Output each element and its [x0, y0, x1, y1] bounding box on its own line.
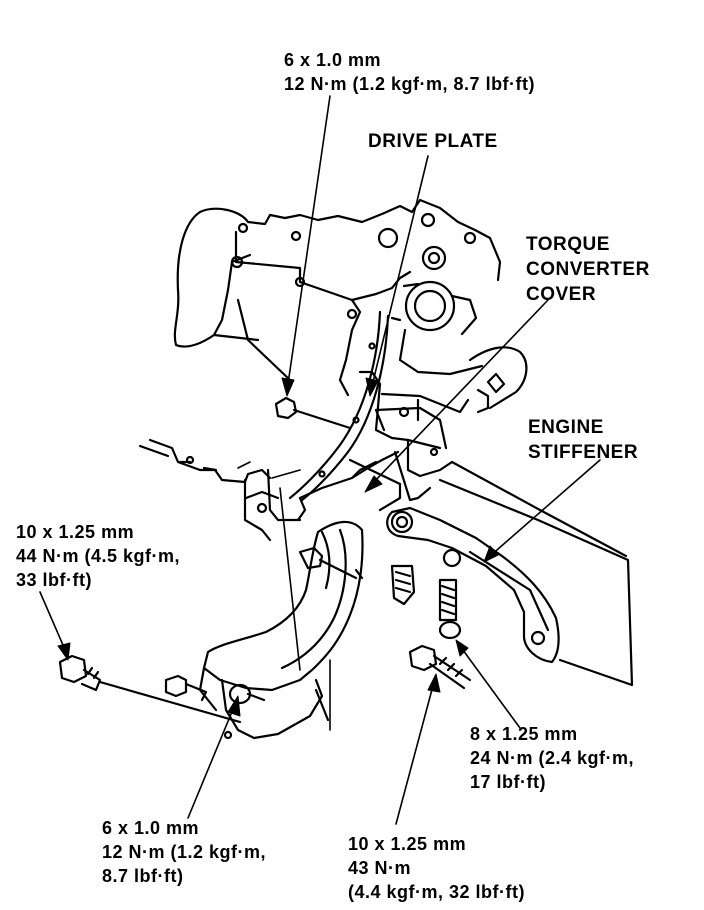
drive-plate-label: DRIVE PLATE [368, 131, 498, 152]
bottom-left-bolt-torque-line1: 12 N·m (1.2 kgf·m, [102, 842, 267, 862]
torque-converter-cover-line3: COVER [526, 284, 597, 305]
bolt-cover-center [228, 683, 266, 705]
torque-converter-cover [198, 520, 364, 740]
bolt-left [58, 654, 242, 724]
left-bolt-callout: 10 x 1.25 mm 44 N·m (4.5 kgf·m, 33 lbf·f… [16, 520, 180, 592]
top-bolt-size: 6 x 1.0 mm [284, 50, 382, 70]
bolt-cover-top [298, 546, 358, 580]
torque-converter-cover-label: TORQUE CONVERTER COVER [526, 232, 650, 307]
arrowheads [57, 377, 499, 717]
engine-stiffener-label: ENGINE STIFFENER [528, 415, 638, 465]
engine-stiffener-line1: ENGINE [528, 417, 604, 438]
engine-stiffener-line2: STIFFENER [528, 442, 639, 463]
bolt-top [274, 396, 352, 430]
left-bolt-torque-line1: 44 N·m (4.5 kgf·m, [16, 546, 181, 566]
bottom-left-bolt-callout: 6 x 1.0 mm 12 N·m (1.2 kgf·m, 8.7 lbf·ft… [102, 816, 266, 888]
drive-plate [288, 310, 402, 502]
left-bolt-size: 10 x 1.25 mm [16, 522, 135, 542]
bolt-cover-left [164, 674, 208, 702]
transmission-housing [138, 370, 634, 687]
right-bolt-callout: 8 x 1.25 mm 24 N·m (2.4 kgf·m, 17 lbf·ft… [470, 722, 634, 794]
top-bolt-callout: 6 x 1.0 mm 12 N·m (1.2 kgf·m, 8.7 lbf·ft… [284, 48, 535, 96]
bottom-right-bolt-size: 10 x 1.25 mm [348, 834, 467, 854]
right-bolt-torque-line1: 24 N·m (2.4 kgf·m, [470, 748, 635, 768]
bolt-stiffener-vertical [390, 564, 416, 606]
bottom-right-bolt-torque-line1: 43 N·m [348, 858, 412, 878]
bottom-left-bolt-torque-line2: 8.7 lbf·ft) [102, 866, 184, 886]
bottom-right-bolt-callout: 10 x 1.25 mm 43 N·m (4.4 kgf·m, 32 lbf·f… [348, 832, 525, 904]
right-bolt-size: 8 x 1.25 mm [470, 724, 578, 744]
engine-stiffener [386, 506, 560, 664]
left-bolt-torque-line2: 33 lbf·ft) [16, 570, 92, 590]
bolt-lower-right [408, 644, 472, 690]
exhaust-pipe [380, 346, 528, 414]
right-bolt-torque-line2: 17 lbf·ft) [470, 772, 546, 792]
bottom-left-bolt-size: 6 x 1.0 mm [102, 818, 200, 838]
bottom-right-bolt-torque-line2: (4.4 kgf·m, 32 lbf·ft) [348, 882, 526, 902]
top-bolt-torque: 12 N·m (1.2 kgf·m, 8.7 lbf·ft) [284, 74, 536, 94]
engine-block [173, 198, 502, 397]
bolt-stiffener-center [438, 578, 462, 640]
leader-lines [39, 95, 601, 825]
torque-converter-cover-line2: CONVERTER [526, 259, 650, 280]
torque-converter-cover-line1: TORQUE [526, 234, 610, 255]
